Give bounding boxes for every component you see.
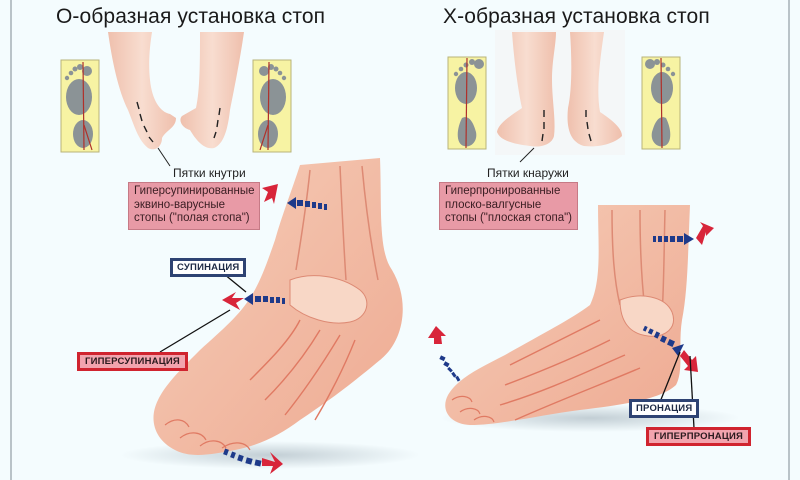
footprint-icon (641, 56, 681, 150)
label-supination: СУПИНАЦИЯ (170, 258, 247, 277)
heel-caption-x-shaped: Пятки кнаружи (487, 166, 569, 180)
arrow-red-icon (222, 292, 244, 310)
label-hyperpronation: ГИПЕРПРОНАЦИЯ (646, 427, 752, 446)
foot-bone-illustration-supinated (120, 158, 420, 469)
description-line: Гиперпронированные (445, 185, 561, 197)
arrow-blue-dashed-icon (287, 197, 327, 210)
legs-rear-view-o-shaped (108, 32, 244, 167)
panel-title-o-shaped: О-образная установка стоп (56, 5, 326, 28)
arrow-blue-dashed-icon (439, 355, 461, 382)
arrow-red-icon (262, 184, 278, 204)
legs-rear-view-x-shaped (495, 30, 625, 163)
description-box-o-shaped: Гиперсупинированные эквино-варусные стоп… (128, 182, 261, 230)
arrow-blue-dashed-icon (642, 325, 684, 356)
footprint-icon (447, 56, 487, 150)
description-box-x-shaped: Гиперпронированные плоско-валгусные стоп… (439, 182, 579, 230)
arrow-red-icon (680, 350, 698, 372)
footprint-icon (252, 59, 292, 153)
footprint-icon (60, 59, 100, 153)
heel-caption-o-shaped: Пятки кнутри (173, 166, 246, 180)
label-pronation: ПРОНАЦИЯ (629, 399, 700, 418)
arrow-red-icon (262, 452, 283, 474)
arrow-red-icon (696, 222, 714, 245)
panel-title-x-shaped: Х-образная установка стоп (443, 5, 710, 28)
frame-right-border (788, 0, 790, 480)
arrow-blue-dashed-icon (244, 293, 285, 305)
foot-bone-illustration-pronated (440, 205, 740, 432)
label-hypersupination: ГИПЕРСУПИНАЦИЯ (77, 352, 188, 371)
description-line: стопы ("полая стопа") (134, 212, 250, 224)
arrow-blue-dashed-icon (223, 448, 262, 467)
frame-left-border (10, 0, 12, 480)
arrow-red-icon (428, 326, 446, 344)
description-line: плоско-валгусные (445, 198, 542, 211)
description-line: стопы ("плоская стопа") (445, 212, 573, 224)
description-line: Гиперсупинированные (134, 185, 255, 197)
arrow-blue-dashed-icon (653, 233, 694, 245)
description-line: эквино-варусные (134, 198, 226, 211)
